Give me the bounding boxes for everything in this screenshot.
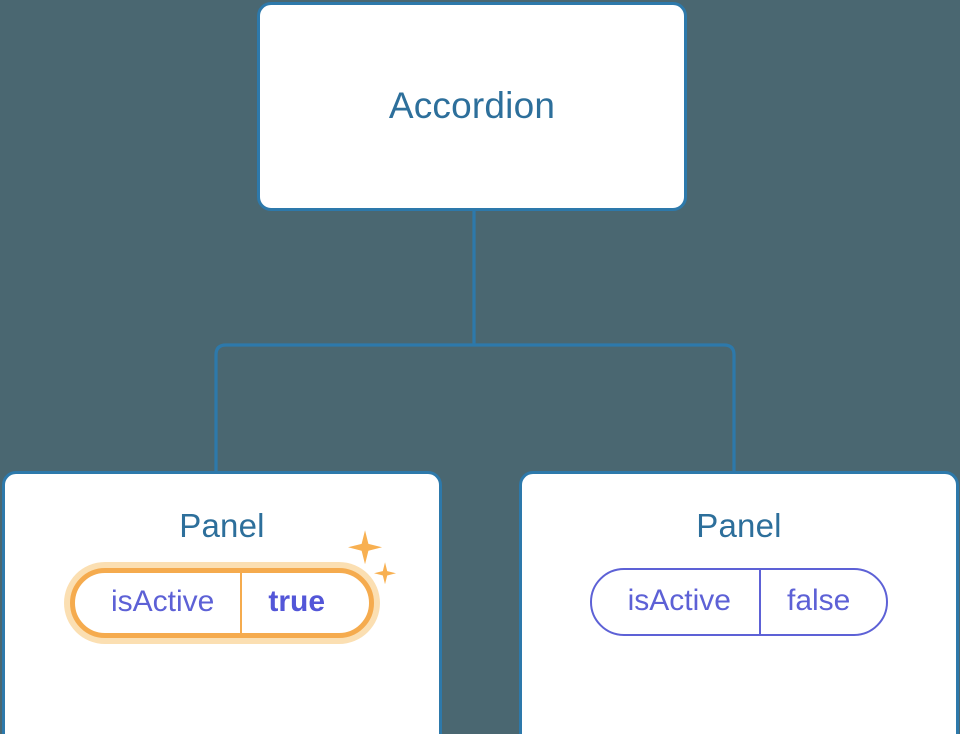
prop-pill-is-active-true[interactable]: isActive true	[69, 568, 375, 639]
edge-to-panel-left	[214, 343, 474, 471]
node-panel-inactive[interactable]: Panel isActive false	[519, 471, 959, 734]
prop-value-label: true	[240, 573, 369, 634]
prop-key-label: isActive	[110, 585, 215, 619]
sparkle-large-icon	[348, 530, 383, 565]
node-panel-inactive-title: Panel	[696, 507, 782, 544]
sparkle-small-icon	[374, 562, 397, 585]
edge-to-panel-right	[474, 343, 736, 471]
node-accordion-title: Accordion	[388, 85, 556, 127]
prop-pill-active-wrapper: isActive true	[69, 530, 397, 639]
node-accordion[interactable]: Accordion	[257, 2, 687, 211]
prop-pill-inactive-wrapper: isActive false	[589, 568, 889, 637]
node-panel-active-title: Panel	[179, 507, 265, 544]
prop-key-label: isActive	[627, 584, 731, 618]
prop-pill-is-active-false[interactable]: isActive false	[589, 568, 889, 637]
node-panel-active[interactable]: Panel isActive true	[2, 471, 442, 734]
prop-value-label: false	[758, 570, 886, 635]
